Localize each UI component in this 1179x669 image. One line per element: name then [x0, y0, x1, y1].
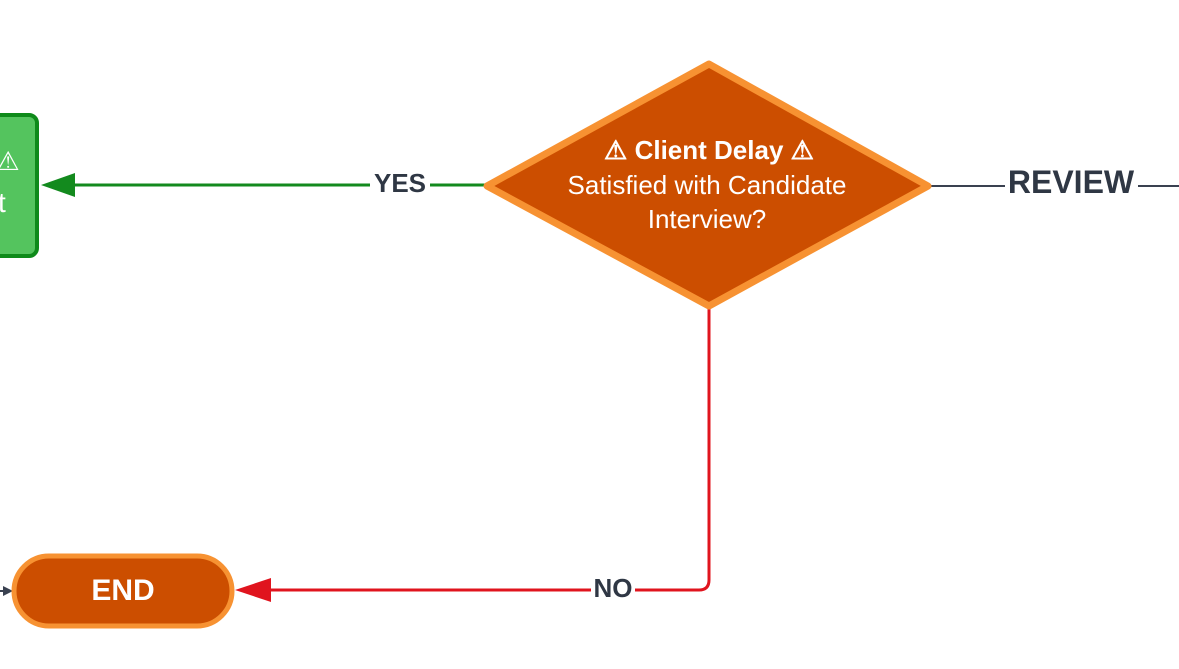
edge-no-arrowhead [235, 578, 271, 602]
process-node-warning-glyph: ⚠ [0, 146, 20, 176]
edge-review[interactable]: REVIEW [930, 164, 1179, 200]
edge-no-line-vertical [635, 306, 711, 592]
end-node-shape [11, 553, 235, 629]
edge-no[interactable]: NO [235, 306, 711, 603]
process-node-text-fragment: t [0, 187, 6, 218]
end-node[interactable]: END [11, 553, 235, 629]
edge-yes-label: YES [374, 168, 426, 198]
process-node-shape [0, 113, 39, 258]
edge-yes-arrowhead [41, 173, 75, 197]
process-node-partial[interactable]: ⚠ t [0, 113, 39, 258]
end-node-label: END [91, 574, 154, 607]
decision-node-question-line1: Satisfied with Candidate [568, 170, 847, 200]
edge-review-label: REVIEW [1008, 164, 1135, 200]
edge-into-end [0, 586, 13, 596]
decision-node-question-line2: Interview? [648, 204, 767, 234]
decision-node-client-delay[interactable]: ⚠ Client Delay ⚠ Satisfied with Candidat… [483, 60, 932, 310]
edge-into-end-arrowhead [3, 586, 13, 596]
decision-node-shape [483, 60, 932, 310]
edge-yes[interactable]: YES [41, 168, 487, 198]
edge-no-label: NO [594, 573, 633, 603]
decision-node-title: ⚠ Client Delay ⚠ [604, 135, 814, 165]
